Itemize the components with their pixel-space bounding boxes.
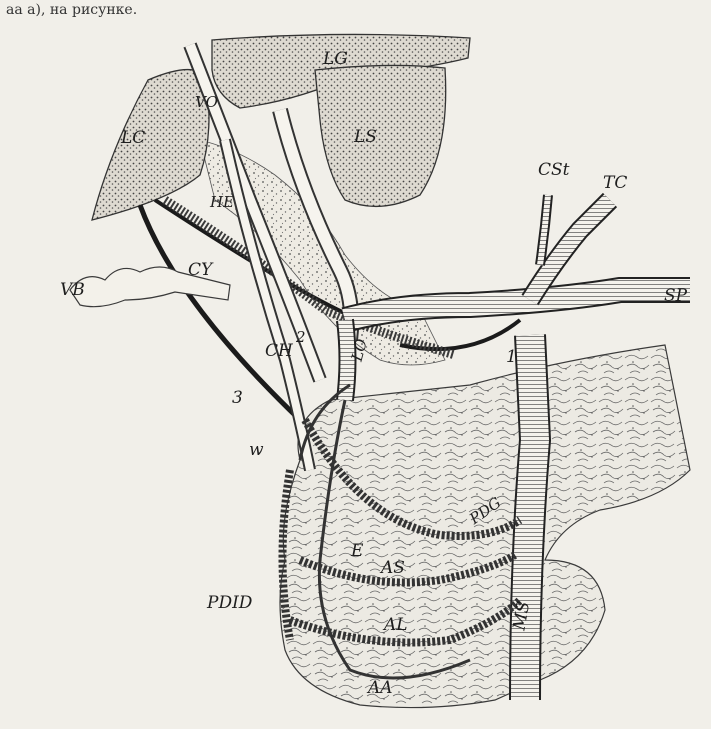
vessel-MS-fill [525,335,535,700]
label-3: 3 [232,388,243,408]
label-AL: AL [382,615,408,635]
label-AA: AA [366,678,393,698]
organ-LC [92,70,209,220]
organ-LS [315,65,446,206]
label-PDID: PDID [206,593,253,613]
label-AS: AS [379,558,405,578]
label-CSt: CSt [538,160,570,180]
label-VO: VO [195,93,218,111]
label-CH: CH [265,341,294,361]
label-CY: CY [188,260,214,280]
label-LC: LC [120,128,145,148]
caption-fragment: аа а), на рисунке. [6,2,137,18]
label-LG: LG [322,49,348,69]
label-LS: LS [353,127,377,147]
label-TC: TC [603,173,627,193]
label-1: 1 [506,347,517,367]
label-SP: SP [664,286,688,306]
label-w: w [249,440,264,460]
artery-SP-fill [345,290,690,320]
label-CH-superscript: 2 [295,328,306,346]
label-VB: VB [60,280,85,300]
label-E: E [350,541,364,561]
label-HE: HE [209,193,234,211]
